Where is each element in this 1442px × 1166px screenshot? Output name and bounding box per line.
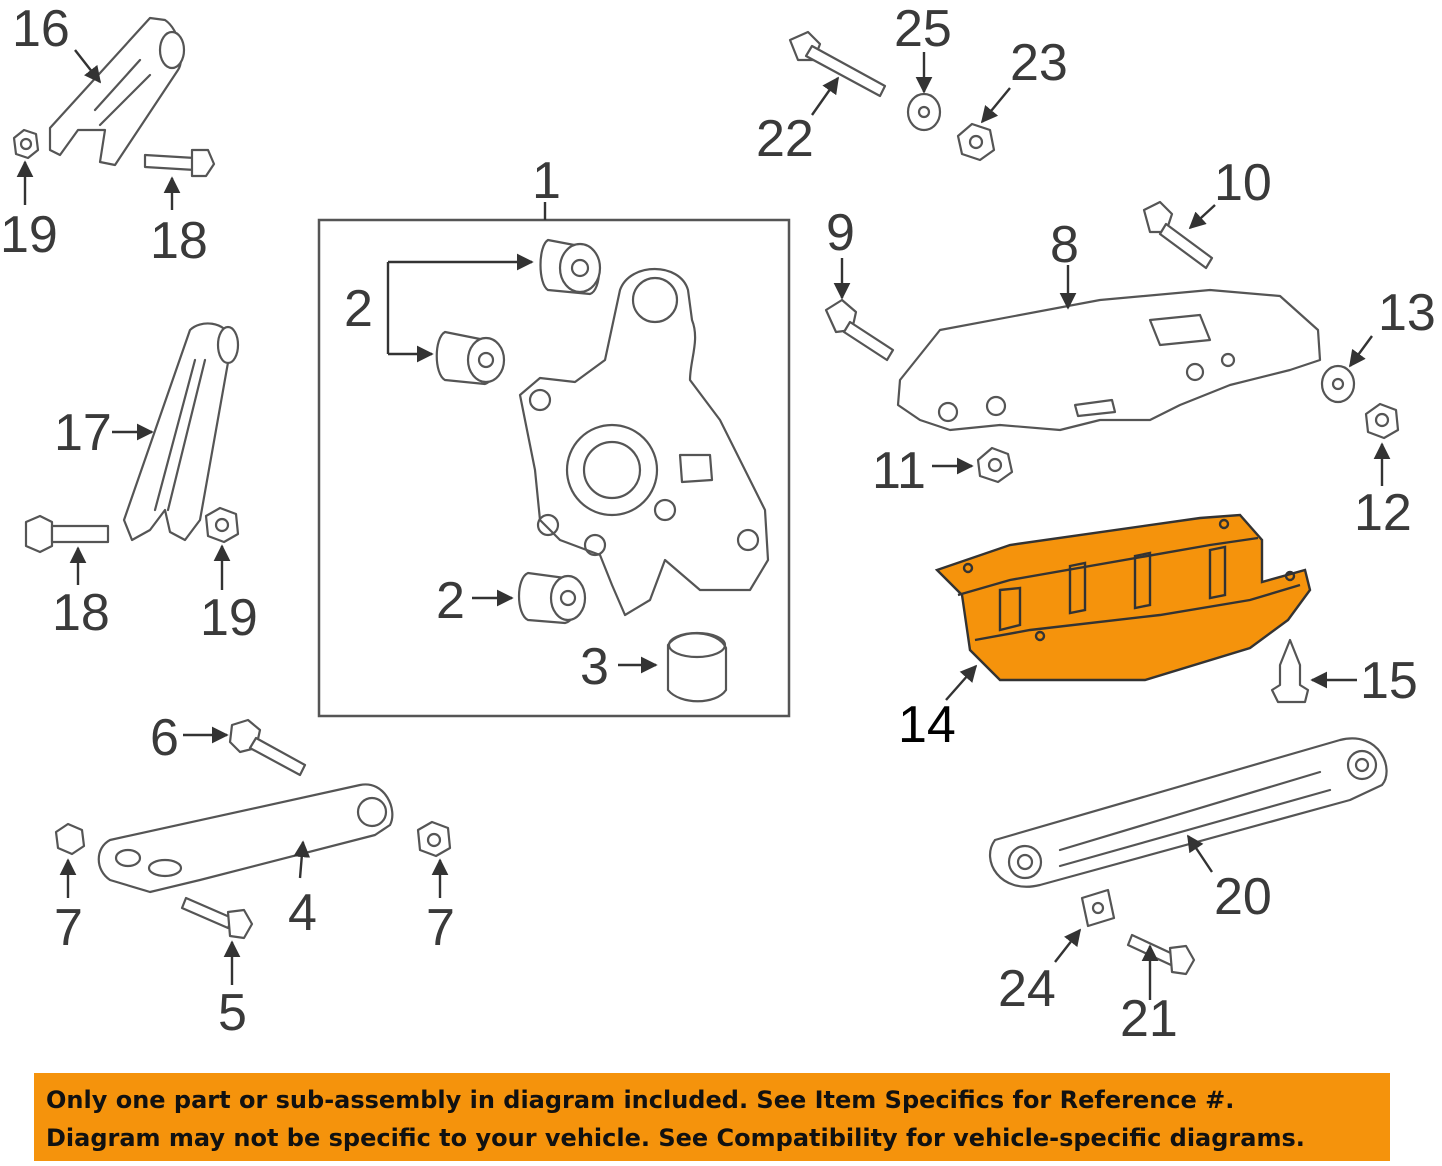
washer-25	[906, 92, 942, 132]
callout-24: 24	[998, 960, 1056, 1018]
callout-5: 5	[218, 984, 247, 1042]
callout-14: 14	[898, 696, 956, 754]
callout-1: 1	[532, 152, 561, 210]
callout-21: 21	[1120, 990, 1178, 1048]
bolt-22	[788, 30, 887, 98]
nut-12	[1364, 402, 1400, 440]
washer-13	[1320, 364, 1356, 404]
callout-3: 3	[580, 638, 609, 696]
nut-23	[956, 122, 996, 162]
bushing-middle	[435, 330, 506, 386]
callout-8: 8	[1050, 216, 1079, 274]
callout-7-left: 7	[54, 899, 83, 957]
bolt-21	[1126, 933, 1196, 976]
callout-18-left: 18	[52, 584, 110, 642]
callout-2-upper: 2	[344, 280, 373, 338]
clip-15	[1270, 638, 1310, 704]
lower-link-4-part	[97, 783, 394, 894]
knuckle-assembly-box	[317, 218, 791, 718]
callout-4: 4	[288, 884, 317, 942]
nut-7-left	[54, 822, 86, 856]
notice-banner: Only one part or sub-assembly in diagram…	[34, 1073, 1390, 1161]
callout-18-top: 18	[150, 212, 208, 270]
notice-line-1: Only one part or sub-assembly in diagram…	[46, 1086, 1235, 1114]
shield-14-part	[934, 513, 1312, 682]
bolt-18-top	[143, 148, 216, 178]
callout-20: 20	[1214, 868, 1272, 926]
callout-11: 11	[872, 442, 926, 500]
bolt-9	[824, 298, 895, 362]
link-20-part	[989, 737, 1388, 888]
knuckle-part	[518, 268, 770, 617]
bolt-10	[1142, 200, 1214, 270]
callout-25: 25	[894, 0, 952, 58]
nut-19-left	[204, 506, 240, 544]
callout-7-right: 7	[426, 899, 455, 957]
nut-7-right	[416, 820, 452, 858]
bolt-6	[228, 718, 307, 777]
callout-2-lower: 2	[436, 572, 465, 630]
callout-13: 13	[1378, 284, 1436, 342]
callout-9: 9	[826, 204, 855, 262]
callout-6: 6	[150, 709, 179, 767]
subframe-8-part	[896, 288, 1322, 432]
bushing-lower	[517, 571, 587, 625]
callout-15: 15	[1360, 652, 1418, 710]
callout-19-left: 19	[200, 589, 258, 647]
shield-14-body	[934, 513, 1312, 682]
link-16-part	[48, 16, 186, 167]
notice-line-2: Diagram may not be specific to your vehi…	[46, 1124, 1305, 1152]
callout-10: 10	[1214, 154, 1272, 212]
nut-11	[976, 446, 1014, 484]
callout-17: 17	[54, 404, 112, 462]
bushing-upper	[539, 238, 602, 296]
plate-24	[1080, 888, 1116, 928]
bolt-18-left	[24, 514, 110, 554]
callout-23: 23	[1010, 34, 1068, 92]
link-17-part	[122, 322, 240, 542]
callout-22: 22	[756, 110, 814, 168]
bushing-3	[666, 631, 728, 703]
callout-19-top: 19	[0, 206, 58, 264]
nut-19-top	[12, 128, 40, 160]
callout-12: 12	[1354, 484, 1412, 542]
callout-16: 16	[12, 0, 70, 58]
bolt-5	[180, 896, 254, 940]
